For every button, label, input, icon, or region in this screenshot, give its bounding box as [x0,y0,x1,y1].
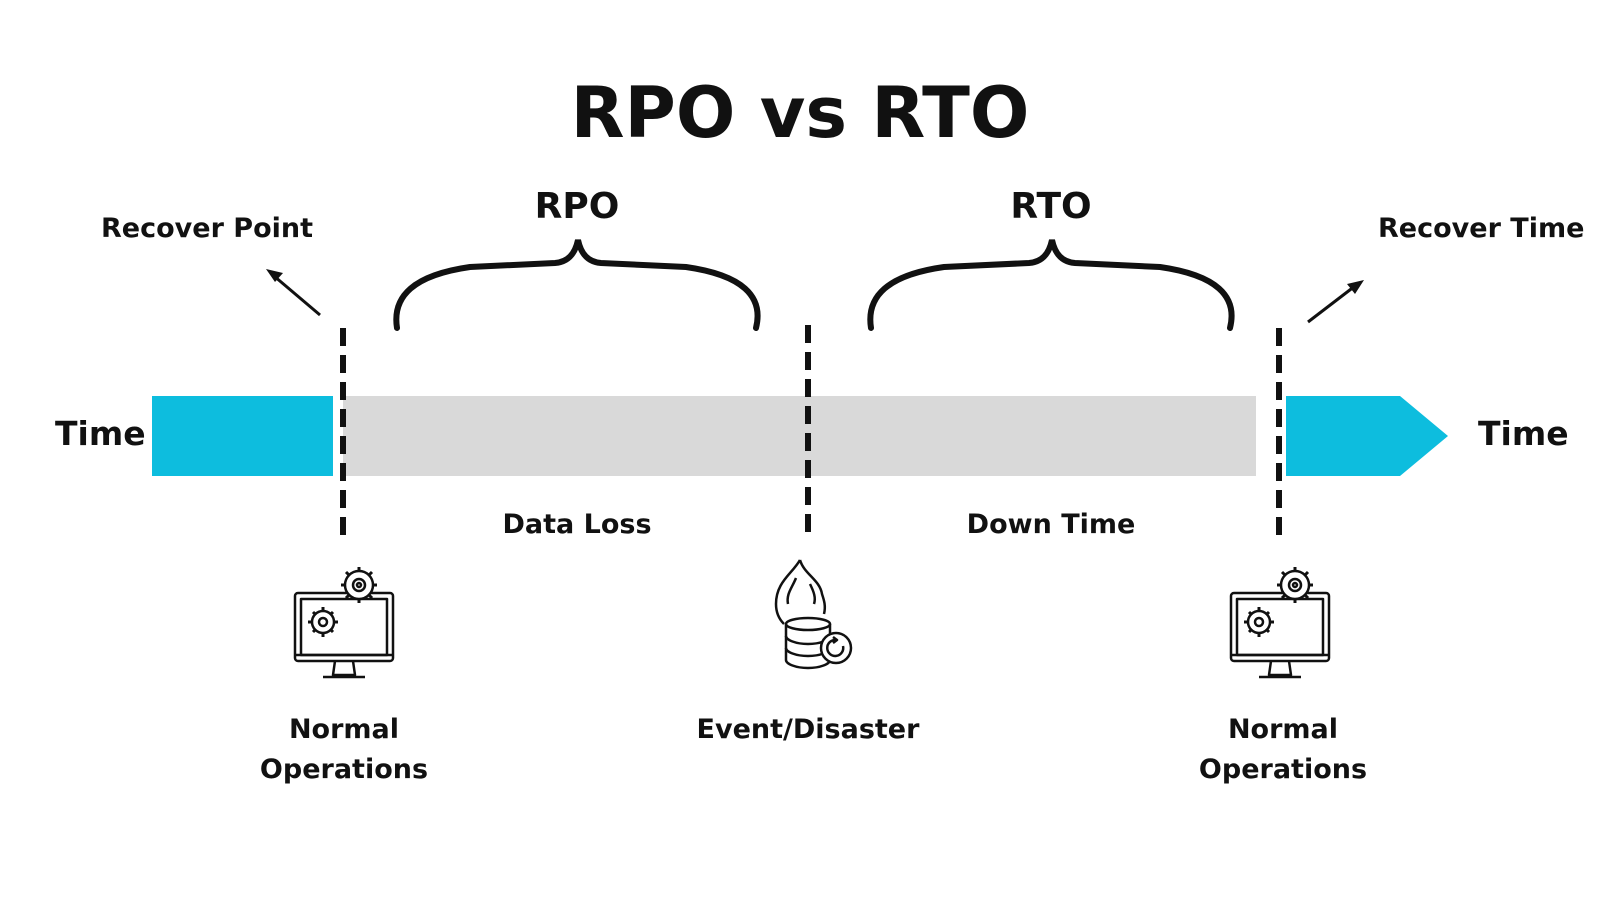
rto-brace [867,239,1235,331]
recover-time-arrow-icon [1307,280,1364,324]
rpo-brace [393,239,761,331]
recover-point-arrow-icon [266,269,321,317]
caption-line: Operations [1198,754,1368,785]
monitor-gears-icon [293,567,395,679]
timeline-gap-bar [343,396,1256,476]
normal-operations-right-caption: Normal Operations [1158,710,1408,790]
database-fire-icon [774,559,853,670]
timeline-active-left [152,396,333,476]
diagram-title: RPO vs RTO [570,72,1030,154]
monitor-gears-icon [1229,567,1331,679]
caption-line: Event/Disaster [696,714,920,745]
rto-label: RTO [1010,186,1092,227]
caption-line: Normal [288,714,400,745]
recover-time-label: Recover Time [1378,213,1585,244]
data-loss-label: Data Loss [502,509,652,540]
normal-operations-left-caption: Normal Operations [219,710,469,790]
recover-point-label: Recover Point [101,213,314,244]
event-disaster-caption: Event/Disaster [683,710,933,750]
caption-line: Operations [259,754,429,785]
axis-time-left-label: Time [55,414,146,453]
caption-line: Normal [1227,714,1339,745]
down-time-label: Down Time [966,509,1136,540]
rpo-label: RPO [534,186,620,227]
axis-time-right-label: Time [1478,414,1569,453]
timeline-active-right-arrow [1286,396,1448,476]
